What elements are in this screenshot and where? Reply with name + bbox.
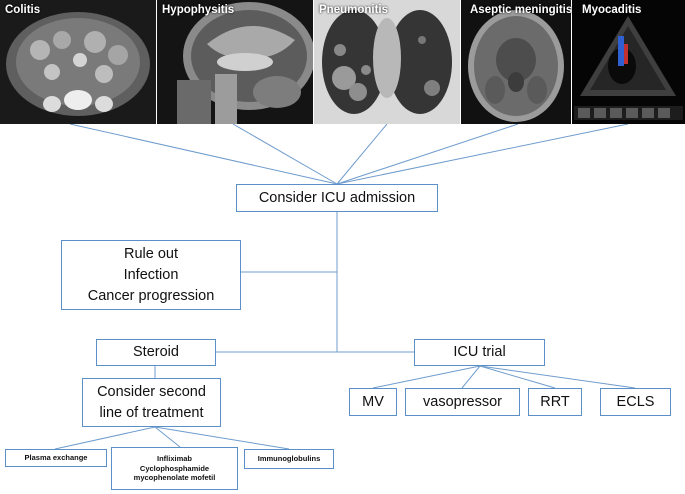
icu-admission-text: Consider ICU admission	[258, 189, 416, 206]
myocarditis-label: Myocaditis	[582, 4, 642, 16]
steroid-text: Steroid	[133, 344, 179, 360]
rrt-text: RRT	[540, 393, 570, 410]
hypophysitis-mri-image	[157, 0, 313, 124]
immunoglobulins-box: Immunoglobulins	[244, 449, 334, 469]
mv-box: MV	[349, 388, 397, 416]
plasma-exchange-box: Plasma exchange	[5, 449, 107, 467]
plasma-exchange-text: Plasma exchange	[24, 453, 88, 463]
meningitis-mri-image	[461, 0, 571, 124]
line-ecls	[479, 365, 636, 389]
infliximab-text: Infliximab	[156, 454, 192, 464]
pneumonitis-label: Pneumonitis	[319, 4, 389, 16]
rule-out-line2: Infection	[123, 266, 179, 283]
line-meningitis	[336, 123, 519, 185]
line-plasma	[54, 426, 156, 450]
hypophysitis-label: Hypophysitis	[162, 4, 235, 16]
icu-trial-text: ICU trial	[453, 344, 506, 360]
line-pneumonitis	[336, 123, 388, 185]
line-colitis	[69, 123, 338, 185]
line-immuno	[154, 426, 290, 450]
colitis-label: Colitis	[5, 4, 41, 16]
immunoglobulins-text: Immunoglobulins	[257, 454, 321, 464]
line-myocarditis	[336, 123, 629, 185]
cyclophosphamide-text: Cyclophosphamide	[139, 463, 210, 473]
line-rrt	[479, 365, 556, 389]
rule-out-line3: Cancer progression	[87, 287, 215, 304]
pneumonitis-ct-image	[314, 0, 460, 124]
ecls-text: ECLS	[616, 393, 655, 410]
line-vaso	[461, 365, 481, 389]
second-line-line1: Consider second	[97, 383, 206, 400]
steroid-box: Steroid	[96, 339, 216, 366]
rule-out-box: Rule out Infection Cancer progression	[61, 240, 241, 310]
second-line-box: Consider second line of treatment	[82, 378, 221, 427]
mycophenolate-text: mycophenolate mofetil	[133, 473, 216, 483]
ecls-box: ECLS	[600, 388, 671, 416]
rule-out-line1: Rule out	[123, 245, 178, 262]
meningitis-label: Aseptic meningitis	[470, 4, 573, 16]
line-drugs	[154, 426, 181, 448]
vasopressor-box: vasopressor	[405, 388, 520, 416]
vasopressor-text: vasopressor	[423, 393, 502, 410]
line-mv	[372, 365, 481, 389]
icu-admission-box: Consider ICU admission	[236, 184, 438, 212]
second-line-line2: line of treatment	[99, 404, 204, 421]
myocarditis-echo-image	[572, 0, 685, 124]
mv-text: MV	[362, 393, 384, 410]
rrt-box: RRT	[528, 388, 582, 416]
line-hypophysitis	[232, 123, 338, 185]
colitis-ct-image	[0, 0, 156, 124]
icu-trial-box: ICU trial	[414, 339, 545, 366]
drugs-box: Infliximab Cyclophosphamide mycophenolat…	[111, 447, 238, 490]
